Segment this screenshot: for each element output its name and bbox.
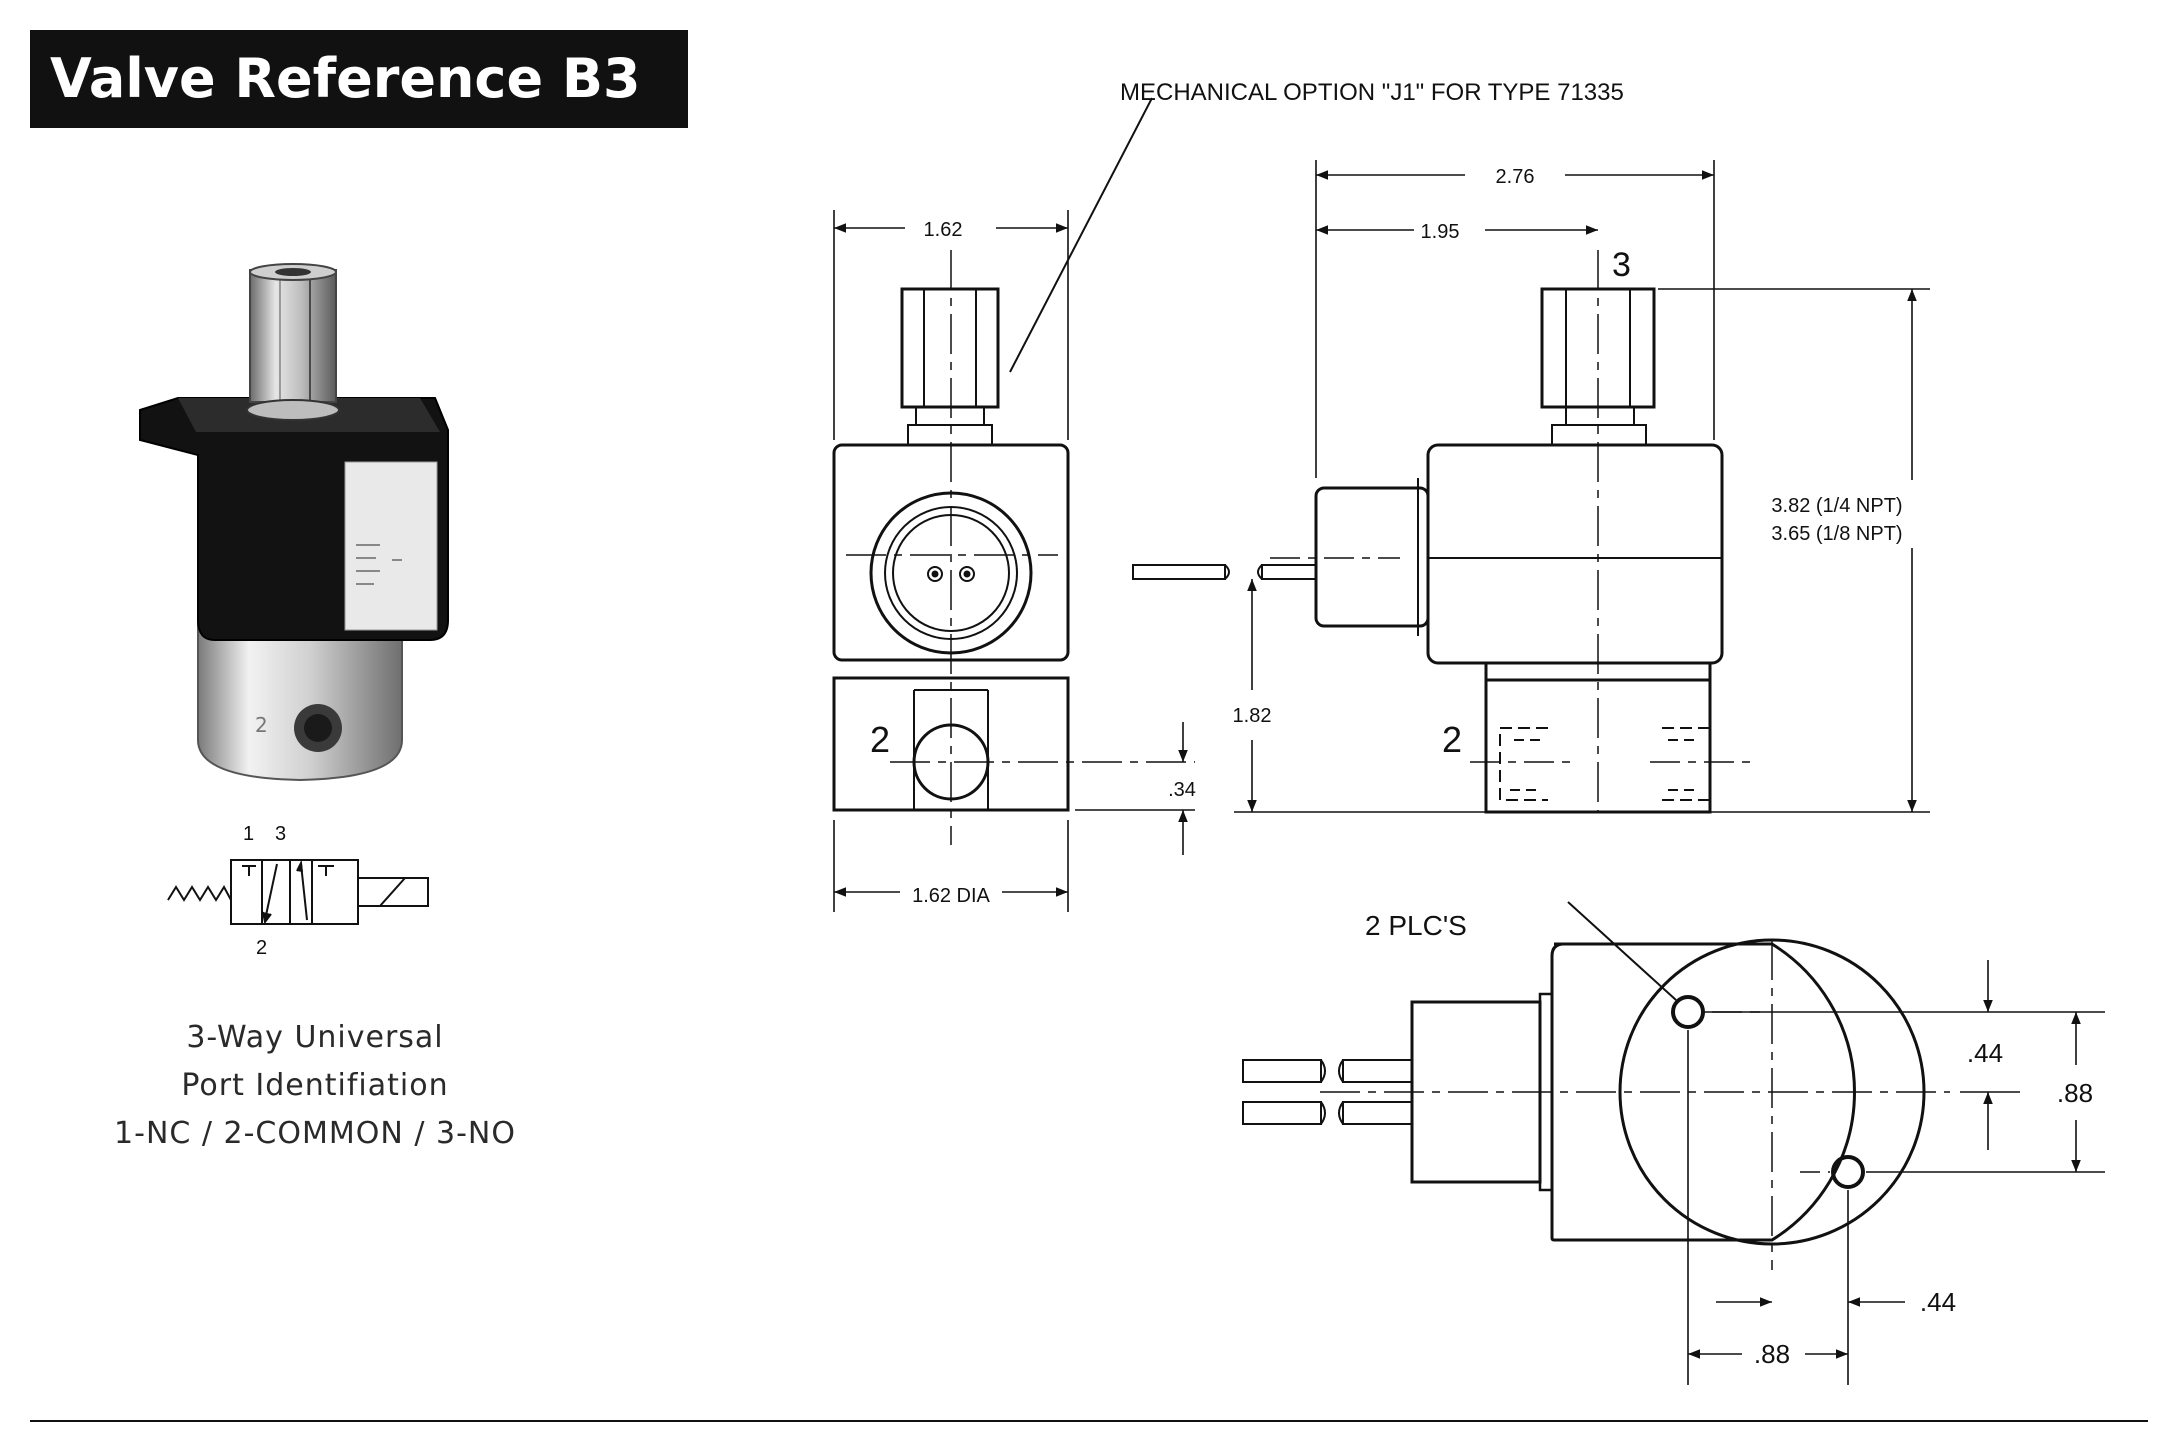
- bottom-y-small-dimension: .44: [1967, 1038, 2003, 1068]
- side-view-dimensions: [1234, 160, 1930, 813]
- bottom-view-drawing: [1242, 901, 1950, 1270]
- valve-product-image: 2: [139, 263, 449, 782]
- schematic-port-2-label: 2: [256, 937, 267, 959]
- overall-height-1-8-npt: 3.65 (1/8 NPT): [1771, 523, 1902, 545]
- bottom-view-dimensions: [1687, 960, 2105, 1385]
- side-port-3-label: 3: [1612, 246, 1631, 284]
- caption-port-legend: 1-NC / 2-COMMON / 3-NO: [114, 1116, 516, 1151]
- svg-text:2: 2: [255, 713, 268, 737]
- bottom-divider: [30, 1420, 2148, 1422]
- bottom-x-large-dimension: .88: [1754, 1339, 1790, 1369]
- side-port-2-label: 2: [1442, 719, 1462, 760]
- port3-offset-dimension: 1.95: [1421, 221, 1460, 243]
- page-title: Valve Reference B3: [50, 47, 641, 110]
- overall-width-dimension: 2.76: [1496, 166, 1535, 188]
- caption-port-identification: Port Identifiation: [181, 1068, 449, 1103]
- front-port-offset-dimension: .34: [1168, 779, 1196, 801]
- valve-schematic-symbol: [167, 859, 429, 925]
- front-diameter-dimension: 1.62 DIA: [912, 885, 990, 907]
- bottom-x-small-dimension: .44: [1920, 1287, 1956, 1317]
- caption-valve-type: 3-Way Universal: [186, 1020, 444, 1055]
- schematic-port-1-label: 1: [243, 823, 254, 845]
- lead-height-dimension: 1.82: [1233, 705, 1272, 727]
- plcs-note: 2 PLC'S: [1365, 910, 1467, 941]
- title-banner: Valve Reference B3: [30, 30, 688, 128]
- front-view-dimensions: [833, 210, 1195, 912]
- schematic-port-3-label: 3: [275, 823, 286, 845]
- overall-height-1-4-npt: 3.82 (1/4 NPT): [1771, 495, 1902, 517]
- front-width-dimension: 1.62: [924, 219, 963, 241]
- front-port-2-label: 2: [870, 719, 890, 760]
- mechanical-option-note: MECHANICAL OPTION "J1" FOR TYPE 71335: [1120, 79, 1624, 106]
- front-view-drawing: [832, 97, 1195, 845]
- bottom-y-large-dimension: .88: [2057, 1078, 2093, 1108]
